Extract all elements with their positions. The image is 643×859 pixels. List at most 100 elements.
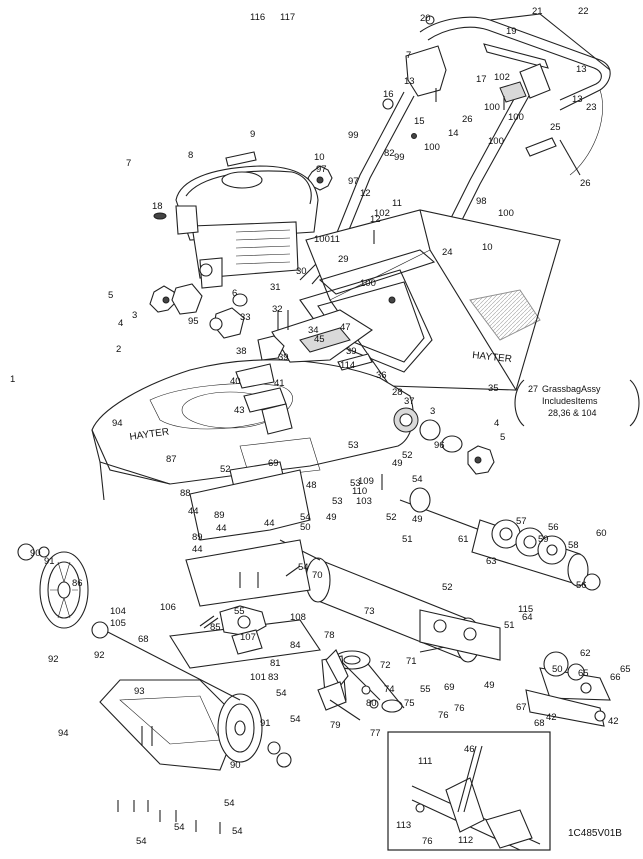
callout-label: 94	[112, 418, 123, 429]
callout-label: 100	[424, 142, 440, 153]
callout-label: 101	[250, 672, 266, 683]
callout-label: 54	[224, 798, 235, 809]
wheels	[17, 543, 292, 768]
callout-label: 34	[308, 325, 319, 336]
callout-label: 47	[340, 322, 351, 333]
callout-label: 52	[402, 450, 413, 461]
callout-label: 28	[392, 387, 403, 398]
callout-label: 87	[166, 454, 177, 465]
callout-label: 18	[152, 201, 163, 212]
callout-label: 60	[596, 528, 607, 539]
callout-label: 33	[240, 312, 251, 323]
callout-label: 104	[110, 606, 126, 617]
callout-label: 65	[578, 668, 589, 679]
callout-label: 19	[506, 26, 517, 37]
callout-label: 100	[498, 208, 514, 219]
callout-label: 6	[232, 288, 237, 299]
callout-label: 80	[366, 698, 377, 709]
callout-label: 55	[420, 684, 431, 695]
callout-label: 9	[250, 129, 255, 140]
callout-labels: 1233445567789101011111212131313141516171…	[10, 6, 631, 847]
callout-label: 56	[576, 580, 587, 591]
callout-label: 88	[180, 488, 191, 499]
callout-label: 58	[568, 540, 579, 551]
callout-label: 51	[402, 534, 413, 545]
callout-label: 45	[314, 334, 325, 345]
callout-label: 50	[552, 664, 563, 675]
callout-label: 98	[476, 196, 487, 207]
callout-label: 44	[264, 518, 275, 529]
callout-label: 73	[364, 606, 375, 617]
callout-label: 83	[268, 672, 279, 683]
callout-label: 114	[340, 360, 355, 371]
callout-label: 12	[360, 188, 371, 199]
callout-label: 89	[192, 532, 203, 543]
callout-label: 115	[518, 604, 533, 615]
callout-label: 105	[110, 618, 126, 629]
callout-label: 57	[516, 516, 527, 527]
callout-label: 48	[306, 480, 317, 491]
callout-label: 100	[508, 112, 524, 123]
callout-label: 52	[442, 582, 453, 593]
callout-label: 61	[458, 534, 469, 545]
grassbag-note-number: 27	[528, 384, 538, 394]
callout-label: 76	[438, 710, 449, 721]
callout-label: 97	[316, 164, 327, 175]
callout-label: 16	[383, 89, 394, 100]
callout-label: 54	[232, 826, 243, 837]
callout-label: 55	[234, 606, 245, 617]
callout-label: 4	[118, 318, 123, 329]
callout-label: 4	[494, 418, 499, 429]
callout-label: 107	[240, 632, 256, 643]
callout-label: 11	[330, 234, 340, 245]
callout-label: 54	[412, 474, 423, 485]
callout-label: 67	[516, 702, 527, 713]
callout-label: 54	[276, 688, 287, 699]
cable-spring	[559, 139, 581, 176]
callout-label: 97	[348, 176, 359, 187]
callout-label: 117	[280, 12, 295, 23]
callout-label: 56	[548, 522, 559, 533]
callout-label: 23	[586, 102, 597, 113]
engine	[153, 151, 319, 289]
callout-label: 59	[538, 534, 549, 545]
callout-label: 94	[58, 728, 69, 739]
callout-label: 37	[404, 396, 415, 407]
callout-label: 76	[422, 836, 433, 847]
callout-label: 54	[290, 714, 301, 725]
callout-label: 100	[488, 136, 504, 147]
chassis-plates	[99, 469, 321, 771]
callout-label: 49	[392, 458, 403, 469]
callout-label: 25	[550, 122, 561, 133]
callout-label: 41	[274, 378, 285, 389]
callout-label: 21	[532, 6, 543, 17]
callout-label: 15	[414, 116, 425, 127]
callout-label: 54	[298, 562, 309, 573]
callout-label: 75	[404, 698, 415, 709]
fasteners	[117, 88, 505, 834]
callout-label: 42	[546, 712, 557, 723]
callout-label: 39	[278, 352, 289, 363]
callout-label: 103	[356, 496, 372, 507]
callout-label: 92	[48, 654, 59, 665]
callout-label: 100	[360, 278, 376, 289]
axle	[91, 565, 301, 701]
callout-label: 86	[72, 578, 83, 589]
callout-label: 2	[116, 344, 121, 355]
callout-label: 106	[160, 602, 176, 613]
callout-label: 54	[300, 512, 311, 523]
callout-label: 1	[10, 374, 15, 385]
rear-roller	[399, 487, 601, 591]
height-lever	[317, 649, 379, 721]
callout-label: 26	[580, 178, 591, 189]
callout-label: 91	[260, 718, 271, 729]
callout-label: 26	[462, 114, 473, 125]
callout-label: 90	[30, 548, 41, 559]
callout-label: 69	[268, 458, 279, 469]
engine-pulley-parts	[149, 283, 293, 435]
callout-label: 38	[236, 346, 247, 357]
callout-label: 53	[350, 478, 361, 489]
control-box	[405, 45, 447, 97]
callout-label: 11	[392, 198, 402, 209]
callout-label: 93	[134, 686, 145, 697]
